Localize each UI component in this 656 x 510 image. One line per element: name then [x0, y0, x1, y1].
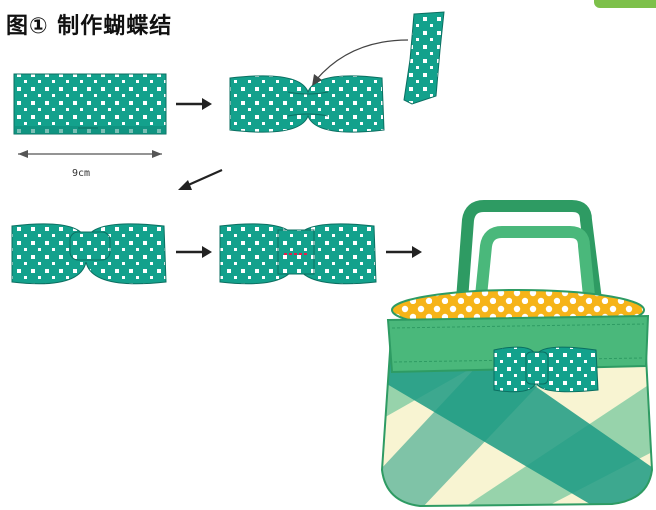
dimension-arrow [18, 150, 162, 158]
finished-bag [380, 200, 654, 508]
wrapped-bow [11, 223, 167, 285]
corner-tab [594, 0, 656, 8]
center-band-strip [403, 11, 445, 105]
folded-bow [229, 75, 385, 133]
fabric-strip [13, 73, 167, 135]
step-arrow [176, 98, 212, 110]
step-arrow [386, 246, 422, 258]
return-arrow [178, 168, 223, 190]
step-arrow [176, 246, 212, 258]
stitched-bow [219, 223, 377, 285]
dimension-label: 9cm [72, 168, 91, 179]
curved-arrow [312, 39, 409, 86]
page-title: 图① 制作蝴蝶结 [6, 14, 173, 39]
